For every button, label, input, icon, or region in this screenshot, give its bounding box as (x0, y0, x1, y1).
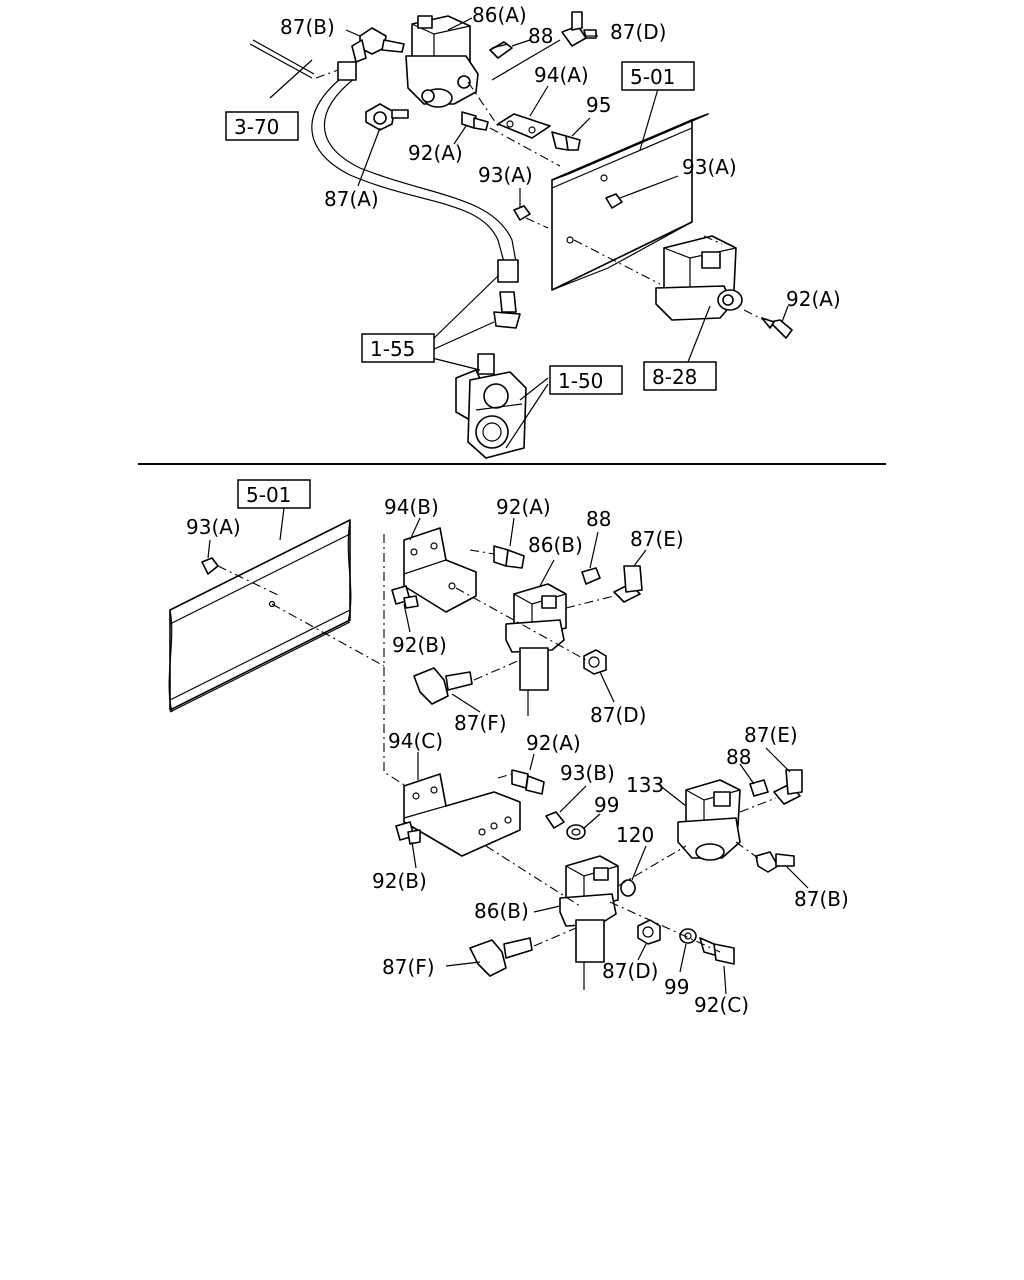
solenoid-valve-86a (405, 15, 479, 108)
label-133: 133 (626, 773, 664, 797)
bolt-92b-bottom-1 (391, 585, 419, 609)
label-87d-bottom-2: 87(D) (602, 959, 658, 983)
bolt-92b-bottom-2 (395, 821, 421, 845)
label-87f-bottom-2: 87(F) (382, 955, 435, 979)
label-93b: 93(B) (560, 761, 615, 785)
label-87d-bottom-1: 87(D) (590, 703, 646, 727)
label-87f-bottom-1: 87(F) (454, 711, 507, 735)
label-87e-bottom-2: 87(E) (744, 723, 798, 747)
label-93a-top-left: 93(A) (478, 163, 533, 187)
label-86b-bottom-2: 86(B) (474, 899, 529, 923)
hose-line (249, 39, 517, 263)
ref-box-3-70: 3-70 (225, 111, 299, 141)
bottom-leaders (207, 507, 809, 995)
label-99-upper: 99 (594, 793, 619, 817)
ref-box-5-01-bottom: 5-01 (237, 479, 311, 509)
washer-99-upper (566, 824, 586, 840)
fitting-87e-bottom-2 (773, 769, 803, 805)
fitting-87f-bottom-1 (413, 667, 473, 705)
label-87b-bottom: 87(B) (794, 887, 849, 911)
label-92a-bottom-1: 92(A) (496, 495, 551, 519)
label-92a-bottom-2: 92(A) (526, 731, 581, 755)
bottom-dash-lines (217, 549, 777, 953)
label-94c: 94(C) (388, 729, 443, 753)
label-87a: 87(A) (324, 187, 379, 211)
ref-5-01-bottom: 5-01 (246, 483, 291, 507)
bolt-92a-top-right (761, 317, 793, 339)
nut-93b (545, 811, 565, 829)
label-92b-bottom-1: 92(B) (392, 633, 447, 657)
label-87e-bottom-1: 87(E) (630, 527, 684, 551)
ref-1-55: 1-55 (370, 337, 415, 361)
label-92b-bottom-2: 92(B) (372, 869, 427, 893)
nut-93a-top-left (513, 205, 531, 221)
bolt-92a-bottom-2 (511, 769, 545, 795)
plug-88-top (489, 41, 513, 59)
label-99-lower: 99 (664, 975, 689, 999)
bracket-94c (403, 773, 521, 857)
ref-box-8-28: 8-28 (643, 361, 717, 391)
label-92c: 92(C) (694, 993, 749, 1017)
bottom-view: 93(A) 94(B) 92(A) 88 86(B) 87(E) 92(B) 8… (168, 479, 849, 1017)
label-86b-bottom-1: 86(B) (528, 533, 583, 557)
ref-box-1-55: 1-55 (361, 333, 435, 363)
ref-box-5-01-top: 5-01 (621, 61, 695, 91)
solenoid-valve-86b-upper (505, 583, 567, 716)
fitting-87d-bottom-1 (583, 649, 607, 675)
label-87b: 87(B) (280, 15, 335, 39)
ref-1-50: 1-50 (558, 369, 603, 393)
bracket-94b (403, 527, 477, 613)
fittings-1-55 (477, 259, 521, 375)
plug-88-bottom-1 (581, 567, 601, 585)
plug-88-bottom-2 (749, 779, 769, 797)
fitting-87d (561, 11, 597, 47)
ref-box-1-50: 1-50 (549, 365, 623, 395)
oring-120 (620, 879, 636, 897)
frame-5-01-bottom (168, 519, 352, 713)
washer-99-lower (679, 928, 697, 944)
label-92a-top-right: 92(A) (786, 287, 841, 311)
label-86a: 86(A) (472, 3, 527, 27)
nut-93a-bottom (201, 557, 219, 575)
label-87d: 87(D) (610, 20, 666, 44)
label-88: 88 (528, 24, 553, 48)
label-88-bottom-1: 88 (586, 507, 611, 531)
fitting-87f-bottom-2 (469, 937, 533, 977)
label-93a-top-right: 93(A) (682, 155, 737, 179)
top-dash-lines (315, 69, 765, 321)
label-88-bottom-2: 88 (726, 745, 751, 769)
fitting-87a (365, 103, 409, 131)
fitting-87b (351, 27, 405, 63)
mount-line (383, 534, 407, 787)
label-95: 95 (586, 93, 611, 117)
top-leaders (269, 17, 789, 449)
valve-133 (677, 779, 741, 861)
label-94b: 94(B) (384, 495, 439, 519)
ref-3-70: 3-70 (234, 115, 279, 139)
ref-8-28: 8-28 (652, 365, 697, 389)
fitting-87b-bottom (755, 851, 795, 873)
label-120: 120 (616, 823, 654, 847)
bracket-94a (497, 113, 551, 139)
bolt-92a-top (461, 111, 489, 131)
bolt-95 (551, 131, 581, 151)
assembly-1-50 (455, 369, 527, 459)
bolt-92a-bottom-1 (493, 545, 525, 569)
connector-3-70 (337, 61, 357, 81)
frame-5-01-top (551, 113, 709, 291)
solenoid-valve-86b-lower (559, 855, 619, 990)
top-view: 87(B) 86(A) 88 87(D) 94(A) 95 92(A) 93(A… (225, 3, 841, 459)
valve-8-28 (655, 235, 743, 321)
ref-5-01-top: 5-01 (630, 65, 675, 89)
label-94a: 94(A) (534, 63, 589, 87)
fitting-87e-bottom-1 (613, 565, 643, 603)
label-93a-bottom: 93(A) (186, 515, 241, 539)
label-92a-top: 92(A) (408, 141, 463, 165)
